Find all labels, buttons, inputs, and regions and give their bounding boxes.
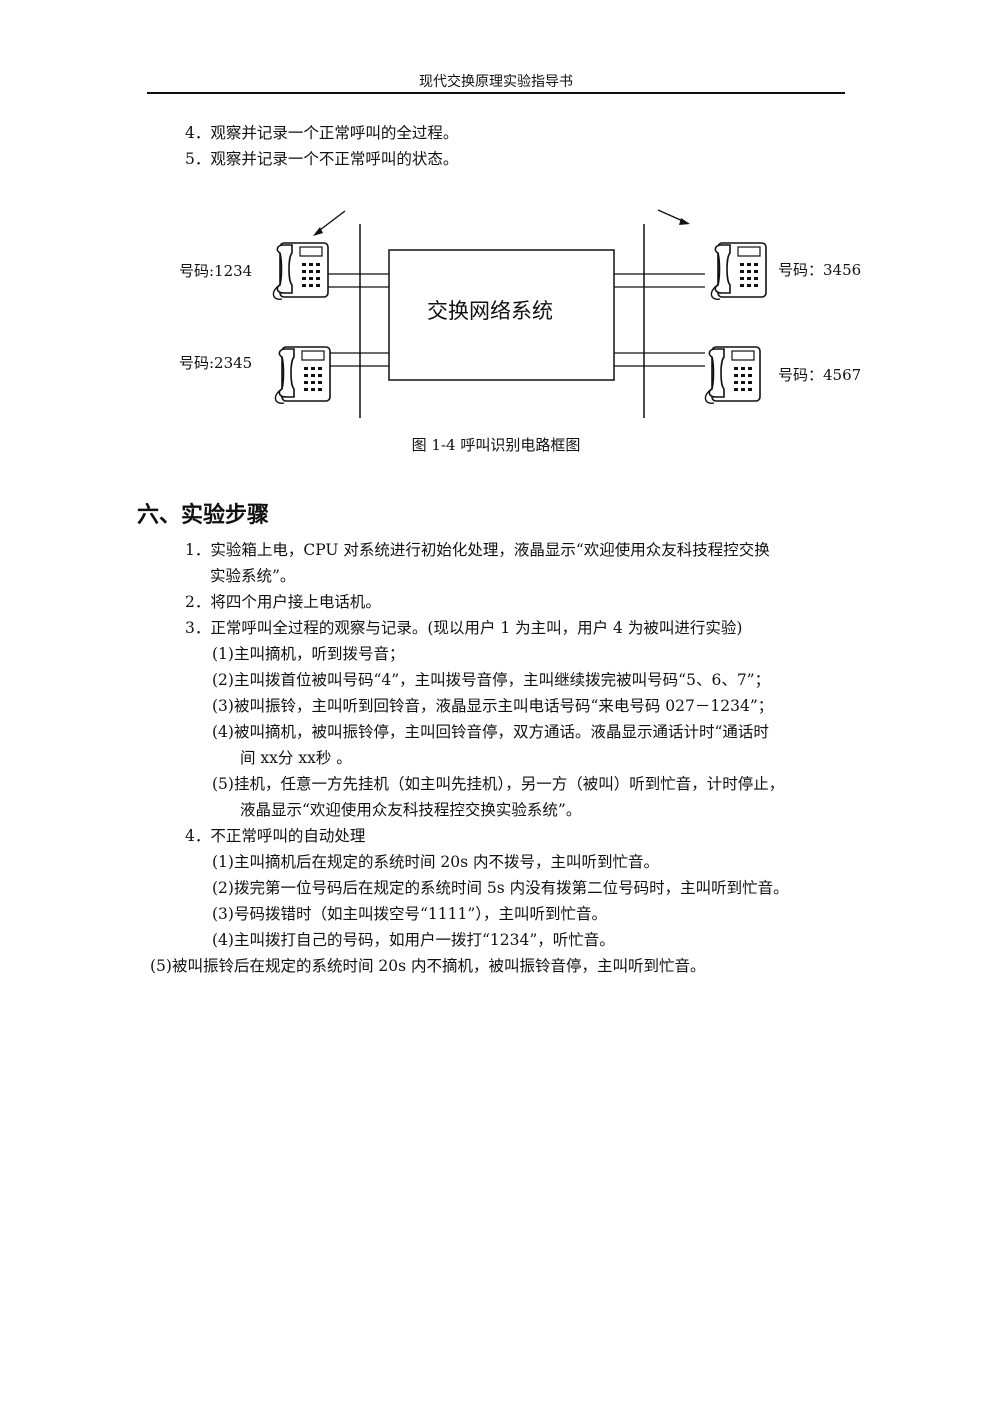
call-recognition-diagram <box>272 209 767 418</box>
telephone-icon <box>272 242 329 301</box>
step-line: (4)主叫拨打自己的号码，如用户一拨打“1234”，听忙音。 <box>212 931 615 949</box>
telephone-icon <box>710 242 767 301</box>
step-line: 4．不正常呼叫的自动处理 <box>185 827 366 845</box>
telephone-icon <box>274 346 331 405</box>
step-line: (2)拨完第一位号码后在规定的系统时间 5s 内没有拨第二位号码时，主叫听到忙音… <box>212 879 789 897</box>
switching-network-label: 交换网络系统 <box>427 299 553 323</box>
phone-label-4567: 号码：4567 <box>778 366 862 384</box>
step-line: 2．将四个用户接上电话机。 <box>185 593 381 611</box>
header-rule <box>147 92 845 94</box>
section-heading: 六、实验步骤 <box>137 502 270 528</box>
page-header-title: 现代交换原理实验指导书 <box>419 74 573 90</box>
step-line: 实验系统”。 <box>210 567 296 585</box>
step-line: (2)主叫拨首位被叫号码“4”，主叫拨号音停，主叫继续拨完被叫号码“5、6、7”… <box>212 671 771 689</box>
phone-label-1234: 号码:1234 <box>179 262 253 280</box>
phone-label-3456: 号码：3456 <box>778 261 862 279</box>
switching-network-box <box>388 249 615 381</box>
step-line: (4)被叫摘机，被叫振铃停，主叫回铃音停，双方通话。液晶显示通话计时“通话时 <box>212 723 769 741</box>
phone-label-2345: 号码:2345 <box>179 354 253 372</box>
step-line: (5)挂机，任意一方先挂机（如主叫先挂机），另一方（被叫）听到忙音，计时停止， <box>212 775 785 793</box>
step-line: 间 xx分 xx秒 。 <box>240 749 352 767</box>
step-line: (1)主叫摘机后在规定的系统时间 20s 内不拨号，主叫听到忙音。 <box>212 853 659 871</box>
intro-item-5: 5．观察并记录一个不正常呼叫的状态。 <box>185 150 459 168</box>
telephone-icon <box>704 346 761 405</box>
intro-item-4: 4．观察并记录一个正常呼叫的全过程。 <box>185 124 459 142</box>
figure-caption: 图 1-4 呼叫识别电路框图 <box>411 436 581 454</box>
step-line: 液晶显示“欢迎使用众友科技程控交换实验系统”。 <box>240 801 582 819</box>
step-line: 3．正常呼叫全过程的观察与记录。(现以用户 1 为主叫，用户 4 为被叫进行实验… <box>185 619 743 637</box>
step-line: (3)被叫振铃，主叫听到回铃音，液晶显示主叫电话号码“来电号码 027－1234… <box>212 697 774 715</box>
step-line: (3)号码拨错时（如主叫拨空号“1111”），主叫听到忙音。 <box>212 905 608 923</box>
step-line: 1．实验箱上电，CPU 对系统进行初始化处理，液晶显示“欢迎使用众友科技程控交换 <box>185 541 770 559</box>
step-line: (1)主叫摘机，听到拨号音； <box>212 645 405 663</box>
step-line: (5)被叫振铃后在规定的系统时间 20s 内不摘机，被叫振铃音停，主叫听到忙音。 <box>150 957 706 975</box>
